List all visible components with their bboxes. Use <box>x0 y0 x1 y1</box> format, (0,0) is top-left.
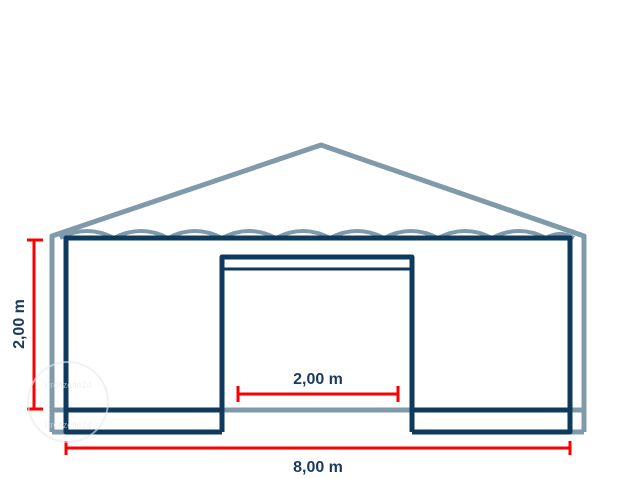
watermark: Profizelte24 Profizelte24 <box>27 361 109 443</box>
inner-frame <box>63 235 573 435</box>
door-frame <box>219 254 415 432</box>
watermark-circle <box>27 361 109 443</box>
inner-frame-outline <box>63 235 573 435</box>
roof-outline <box>49 142 587 432</box>
height-dimension <box>27 238 43 411</box>
door-width-dimension <box>236 386 400 402</box>
total-width-label: 8,00 m <box>293 459 343 476</box>
watermark-text-top: Profizelte24 <box>44 380 92 390</box>
total-width-dimension <box>64 441 572 455</box>
outer-frame <box>49 142 587 435</box>
dimension-lines <box>27 238 572 455</box>
watermark-text-bottom: Profizelte24 <box>44 420 92 430</box>
door-width-label: 2,00 m <box>293 371 343 388</box>
height-label: 2,00 m <box>11 299 28 349</box>
